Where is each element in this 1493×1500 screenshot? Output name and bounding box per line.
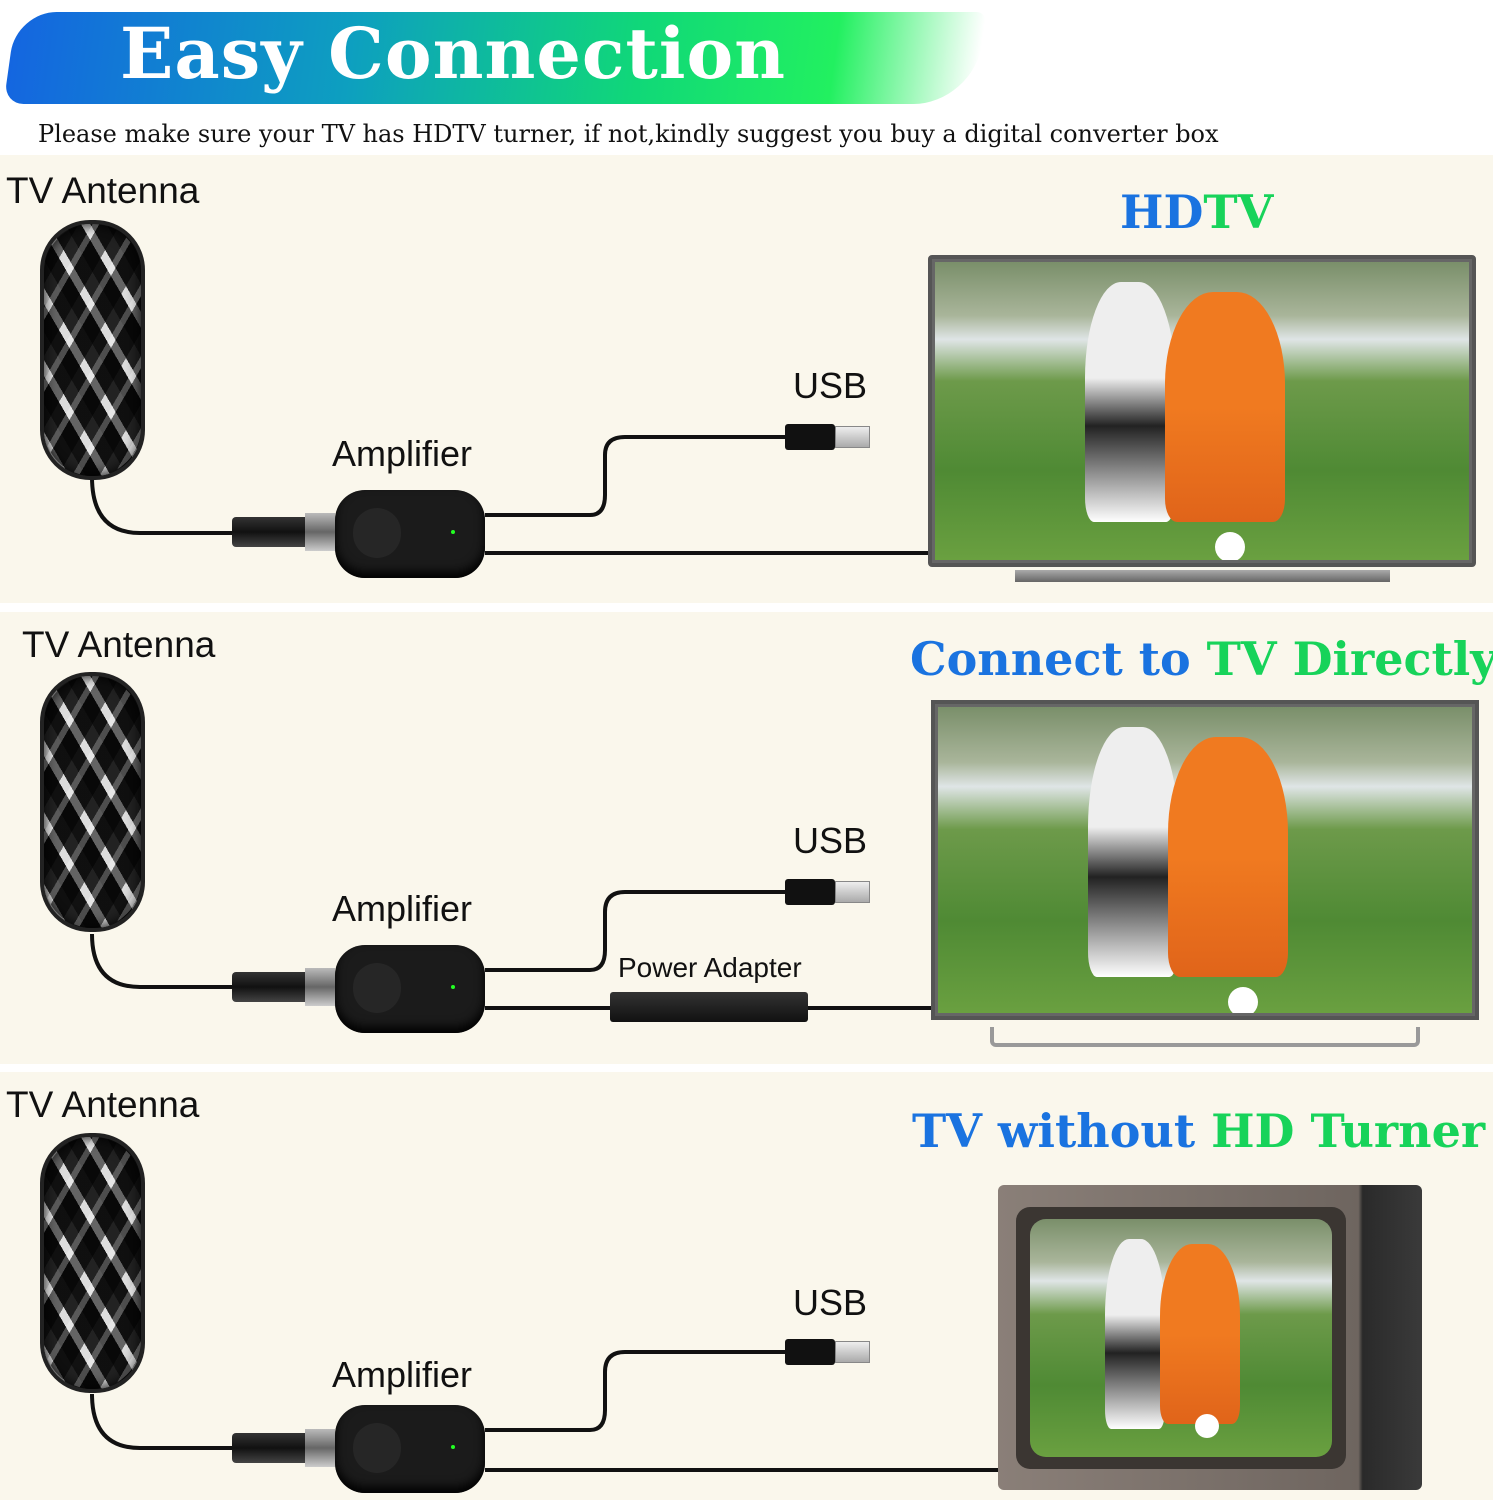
coax-connector-icon	[232, 968, 335, 1006]
usb-label: USB	[793, 1282, 868, 1323]
tv-screen-image	[1030, 1219, 1332, 1457]
usb-plug-icon	[785, 422, 870, 452]
cables	[90, 435, 932, 555]
crt-tv-icon	[998, 1185, 1422, 1490]
page-title: Easy Connection	[120, 12, 787, 95]
power-adapter-label: Power Adapter	[618, 952, 802, 983]
panel-direct: TV Antenna Amplifier USB Power Adapter C…	[0, 612, 1493, 1064]
antenna-label: TV Antenna	[22, 624, 216, 665]
subtitle: Please make sure your TV has HDTV turner…	[38, 120, 1219, 148]
amplifier-label: Amplifier	[332, 433, 473, 474]
title-banner: Easy Connection	[0, 0, 1000, 115]
heading-hdtv: HDTV	[1120, 185, 1274, 239]
antenna-icon	[40, 672, 145, 932]
power-adapter-icon	[610, 992, 808, 1022]
antenna-icon	[40, 220, 145, 480]
coax-connector-icon	[232, 1429, 335, 1467]
coax-connector-icon	[232, 513, 335, 551]
amplifier-label: Amplifier	[332, 888, 473, 929]
antenna-label: TV Antenna	[6, 170, 200, 211]
tv-stand	[990, 1027, 1420, 1047]
usb-plug-icon	[785, 1337, 870, 1367]
tv-screen-image	[935, 262, 1469, 560]
amplifier-icon	[335, 945, 485, 1033]
usb-label: USB	[793, 365, 868, 406]
cables	[90, 1350, 1000, 1472]
usb-plug-icon	[785, 877, 870, 907]
curved-tv-icon	[928, 255, 1476, 567]
panel-converter: TV Antenna Amplifier USB TV without HD T…	[0, 1072, 1493, 1500]
amplifier-label: Amplifier	[332, 1354, 473, 1395]
amplifier-icon	[335, 490, 485, 578]
tv-stand	[1015, 570, 1390, 582]
tv-screen-image	[938, 707, 1472, 1013]
antenna-label: TV Antenna	[6, 1084, 200, 1125]
panel-hdtv: TV Antenna Amplifier USB HDTV	[0, 155, 1493, 603]
usb-label: USB	[793, 820, 868, 861]
antenna-icon	[40, 1133, 145, 1393]
heading-connect-directly: Connect to TV Directly	[910, 632, 1493, 686]
amplifier-icon	[335, 1405, 485, 1493]
flat-tv-icon	[931, 700, 1479, 1020]
heading-without-hd-turner: TV without HD Turner	[912, 1104, 1486, 1158]
